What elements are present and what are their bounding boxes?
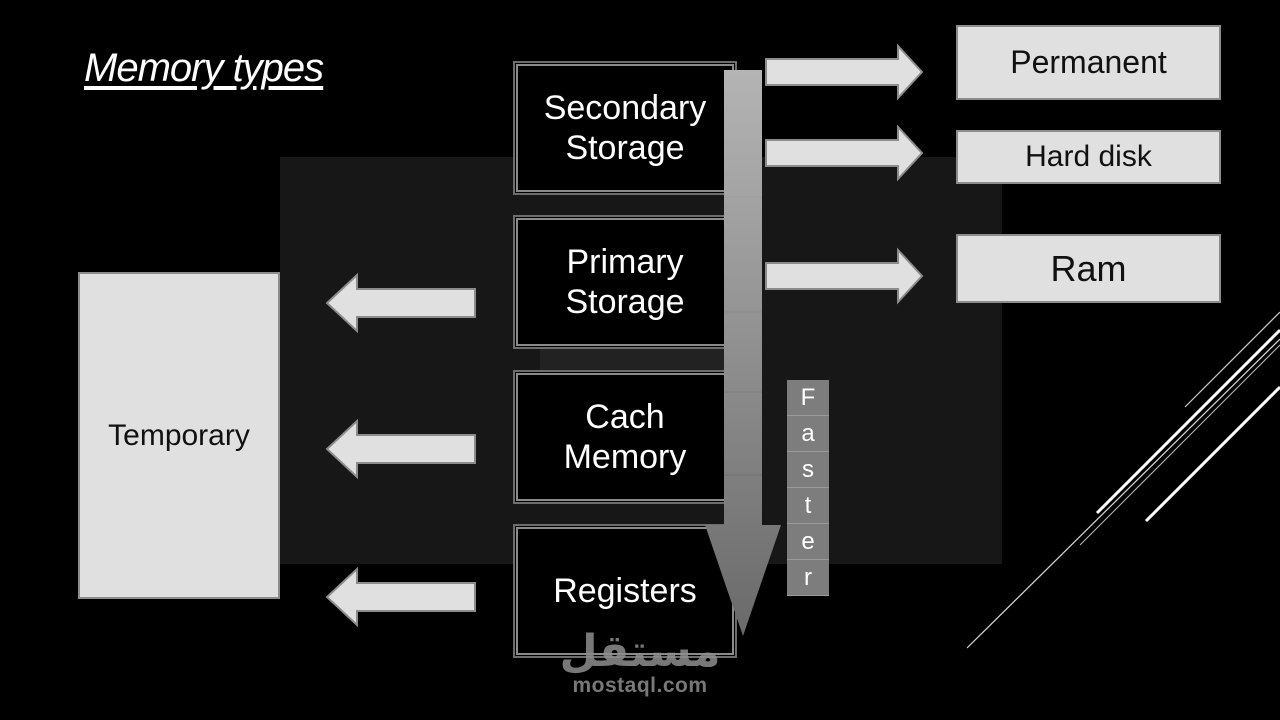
decor-line: [1079, 344, 1280, 546]
hard-disk-label: Hard disk: [1025, 140, 1152, 173]
faster-letter: e: [787, 524, 829, 560]
arrow-to-ram: [765, 247, 924, 305]
watermark: مستقل mostaql.com: [540, 630, 740, 698]
decor-line: [1184, 311, 1280, 408]
permanent-label: Permanent: [1010, 44, 1167, 80]
ram-box: Ram: [956, 234, 1221, 303]
registers-label: Registers: [553, 572, 697, 610]
faster-letter: a: [787, 416, 829, 452]
watermark-url: mostaql.com: [572, 674, 708, 697]
ram-label: Ram: [1050, 247, 1127, 289]
decor-line: [1144, 385, 1280, 523]
arrow-to-hard-disk: [765, 124, 924, 182]
registers-box: Registers: [515, 526, 735, 656]
faster-letter: r: [787, 560, 829, 596]
temporary-box: Temporary: [78, 272, 280, 599]
decor-line: [1095, 328, 1280, 515]
primary-storage-label: Primary Storage: [565, 243, 685, 321]
background-panel-accent: [540, 345, 730, 373]
arrow-primary-to-temporary: [325, 272, 476, 334]
cache-memory-label: Cach Memory: [563, 398, 687, 476]
permanent-box: Permanent: [956, 25, 1221, 100]
arrow-to-permanent: [765, 43, 924, 101]
faster-label: F a s t e r: [787, 380, 829, 596]
faster-letter: F: [787, 380, 829, 416]
faster-letter: s: [787, 452, 829, 488]
arrow-registers-to-temporary: [325, 566, 476, 628]
arrow-cache-to-temporary: [325, 418, 476, 480]
watermark-logo-text: مستقل: [559, 626, 721, 677]
secondary-storage-label: Secondary Storage: [543, 89, 707, 167]
cache-memory-box: Cach Memory: [515, 372, 735, 502]
decor-line: [966, 338, 1280, 649]
slide-title: Memory types: [84, 46, 324, 90]
hard-disk-box: Hard disk: [956, 130, 1221, 184]
faster-letter: t: [787, 488, 829, 524]
temporary-label: Temporary: [108, 418, 250, 452]
speed-down-arrow: [705, 70, 781, 636]
